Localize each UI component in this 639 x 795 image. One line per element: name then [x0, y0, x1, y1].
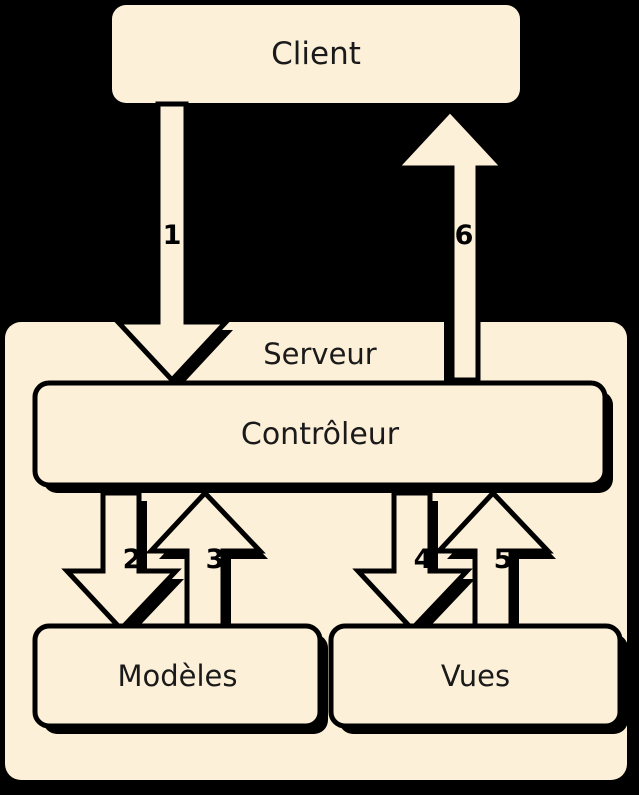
arrow-6	[390, 106, 510, 383]
modeles-box	[32, 623, 323, 729]
arrow-3	[145, 489, 266, 632]
arrow-4	[352, 490, 473, 633]
client-box	[112, 5, 520, 103]
arrow-2	[61, 490, 182, 633]
arrow-1	[112, 101, 232, 384]
controleur-box	[32, 380, 608, 488]
vues-box	[328, 623, 623, 729]
arrow-5	[433, 489, 554, 632]
